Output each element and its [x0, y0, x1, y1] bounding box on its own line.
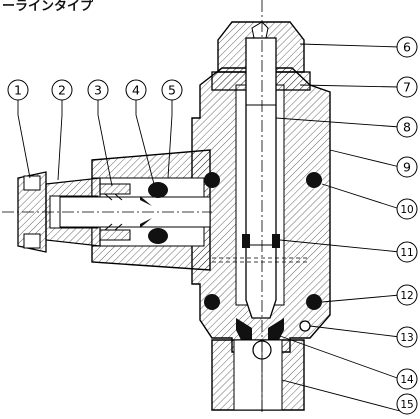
svg-text:12: 12: [400, 290, 413, 302]
svg-text:1: 1: [14, 83, 22, 98]
callout-10: 10: [396, 198, 418, 220]
callout-1: 1: [7, 79, 29, 101]
leader-lines: [17, 43, 401, 412]
center-lines: [2, 0, 263, 415]
callout-8: 8: [396, 116, 418, 138]
svg-text:6: 6: [403, 40, 411, 55]
callout-15: 15: [396, 393, 418, 415]
lower-body: [211, 339, 305, 411]
svg-text:10: 10: [400, 204, 413, 216]
callout-13: 13: [396, 326, 418, 348]
callout-11: 11: [396, 241, 418, 263]
svg-text:15: 15: [400, 399, 413, 411]
callout-6: 6: [396, 36, 418, 58]
steel-ball: [299, 320, 311, 332]
callout-3: 3: [87, 79, 109, 101]
svg-text:4: 4: [132, 83, 140, 98]
check-seal: [236, 318, 284, 346]
svg-text:9: 9: [403, 160, 411, 175]
callout-4: 4: [125, 79, 147, 101]
svg-text:5: 5: [168, 83, 176, 98]
o-ring-lower: [204, 294, 322, 310]
callout-7: 7: [396, 76, 418, 98]
needle-stem: [245, 37, 277, 319]
packing-seal: [140, 182, 168, 244]
svg-text:11: 11: [400, 247, 413, 259]
callout-5: 5: [161, 79, 183, 101]
callout-14: 14: [396, 368, 418, 390]
chuck: [99, 183, 131, 241]
callout-9: 9: [396, 156, 418, 178]
callout-2: 2: [51, 79, 73, 101]
needle-seal: [242, 234, 280, 248]
svg-text:13: 13: [400, 332, 413, 344]
svg-text:8: 8: [403, 120, 411, 135]
svg-text:7: 7: [403, 80, 411, 95]
o-ring-upper: [204, 172, 322, 188]
diagram-title: ーラインタイプ: [2, 0, 94, 14]
callout-12: 12: [396, 284, 418, 306]
port-dash-lines: [212, 257, 310, 263]
svg-text:3: 3: [94, 83, 102, 98]
svg-text:14: 14: [400, 374, 414, 386]
svg-text:2: 2: [58, 83, 66, 98]
